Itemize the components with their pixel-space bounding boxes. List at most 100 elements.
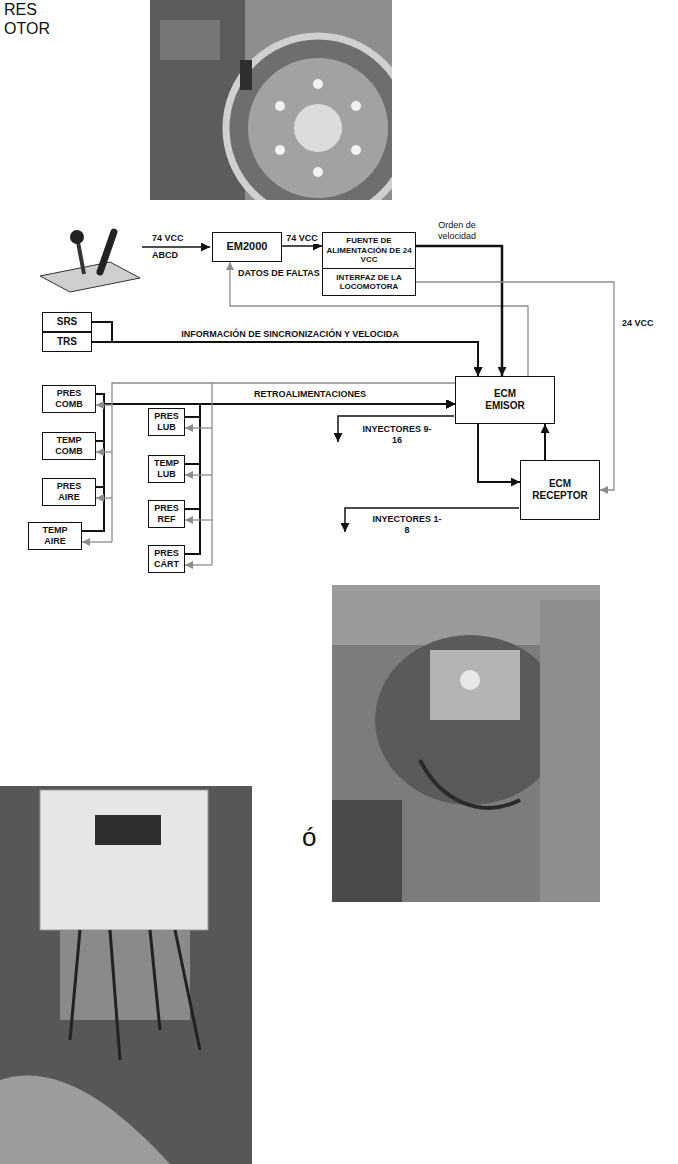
box-label: TRS <box>57 336 77 348</box>
pipe <box>332 800 402 902</box>
cabinet-display <box>95 815 161 845</box>
text-label: ABCD <box>150 250 180 261</box>
connector-label: 74 VCC <box>284 233 320 244</box>
box-label: EM2000 <box>227 240 268 253</box>
connector-label: RETROALIMENTACIONES <box>252 389 368 400</box>
signal-connector <box>92 342 478 376</box>
sensor-box: TEMP AIRE <box>28 522 82 550</box>
cables <box>70 930 200 1060</box>
connector <box>460 670 480 690</box>
text-label: RES <box>2 0 39 19</box>
box-label: TEMP AIRE <box>38 525 72 547</box>
bolt <box>275 145 285 155</box>
bolt <box>313 167 323 177</box>
process-box: TRS <box>42 332 92 352</box>
photo-ground <box>150 0 392 200</box>
signal-connector <box>185 404 455 464</box>
signal-connector <box>92 322 478 376</box>
bolt <box>351 101 361 111</box>
process-box: ECM EMISOR <box>455 376 555 424</box>
sensor-mount <box>240 60 252 90</box>
photo-part <box>540 600 600 902</box>
box-label: FUENTE DE ALIMENTACIÓN DE 24 VCC <box>323 233 415 268</box>
flywheel-rim <box>226 36 392 200</box>
throttle-base <box>40 262 140 292</box>
engine-part <box>160 20 220 60</box>
process-box: FUENTE DE ALIMENTACIÓN DE 24 VCCINTERFAZ… <box>322 232 416 296</box>
sensor-box: PRES REF <box>148 500 185 528</box>
box-label: INTERFAZ DE LA LOCOMOTORA <box>323 268 415 295</box>
signal-connector <box>544 424 546 460</box>
supply-wire <box>211 383 212 565</box>
cable <box>420 760 520 808</box>
signal-connector <box>185 404 455 509</box>
box-label: PRES CÁRT <box>152 548 181 570</box>
box-label: ECM RECEPTOR <box>524 478 596 502</box>
flywheel-hub <box>294 104 342 152</box>
text-label: INYECTORES 9-16 <box>359 424 435 446</box>
connector-label: DATOS DE FALTAS <box>236 268 322 279</box>
box-label: PRES REF <box>152 503 181 525</box>
pipe <box>0 1075 170 1164</box>
process-box: EM2000 <box>212 232 282 262</box>
text-label: OTOR <box>2 19 52 38</box>
lever-knob <box>70 230 84 244</box>
sensor-box: TEMP LUB <box>148 455 185 483</box>
supply-wire <box>96 497 112 498</box>
throttle-lever <box>78 242 84 274</box>
signal-connector <box>416 282 614 490</box>
supply-wire <box>112 383 455 542</box>
ecm-housing <box>430 650 520 720</box>
photo-ground <box>332 585 600 902</box>
signal-connector <box>230 262 528 376</box>
ecm-cabinet <box>40 790 208 930</box>
signal-connector <box>96 404 455 487</box>
signal-connector <box>185 404 455 417</box>
throttle-illustration <box>40 230 140 292</box>
box-label: PRES LUB <box>152 411 181 433</box>
signal-connector <box>416 246 502 376</box>
bolt <box>351 145 361 155</box>
reverser-lever <box>100 232 114 272</box>
supply-wire <box>185 564 212 565</box>
box-label: SRS <box>57 316 78 328</box>
flywheel-photo <box>150 0 392 200</box>
supply-wire <box>185 474 212 475</box>
sensor-box: TEMP COMB <box>42 432 96 460</box>
sensor-box: PRES CÁRT <box>148 545 185 573</box>
bolt <box>275 101 285 111</box>
sensor-box: PRES AIRE <box>42 478 96 506</box>
connector-label: INFORMACIÓN DE SINCRONIZACIÓN Y VELOCIDA <box>179 329 401 340</box>
sensor-box: PRES COMB <box>42 385 96 413</box>
supply-wire <box>96 451 112 452</box>
supply-wire <box>82 541 112 542</box>
signal-connector <box>82 404 455 531</box>
box-label: TEMP LUB <box>152 458 181 480</box>
ecm-cabinet-photo <box>0 786 252 1164</box>
box-label: PRES AIRE <box>52 481 86 503</box>
process-box: SRS <box>42 312 92 332</box>
box-label: TEMP COMB <box>52 435 86 457</box>
sensor-box: PRES LUB <box>148 408 185 436</box>
box-label: PRES COMB <box>52 388 86 410</box>
photo-ground <box>0 786 252 1164</box>
connector-label: Orden de velocidad <box>424 220 490 242</box>
connector-label: 24 VCC <box>620 318 656 329</box>
engine-housing <box>375 635 565 805</box>
supply-wire <box>185 519 212 520</box>
flywheel-face <box>248 58 388 198</box>
text-label: 74 VCC <box>150 233 186 244</box>
ecm-engine-photo <box>332 585 600 902</box>
text-label: ó <box>300 822 318 853</box>
signal-connector <box>478 424 520 482</box>
signal-connector <box>185 404 455 554</box>
throttle-arrow <box>142 246 210 248</box>
supply-wire <box>185 427 212 428</box>
bolt <box>313 79 323 89</box>
process-box: ECM RECEPTOR <box>520 460 600 520</box>
signal-connector <box>282 245 322 247</box>
